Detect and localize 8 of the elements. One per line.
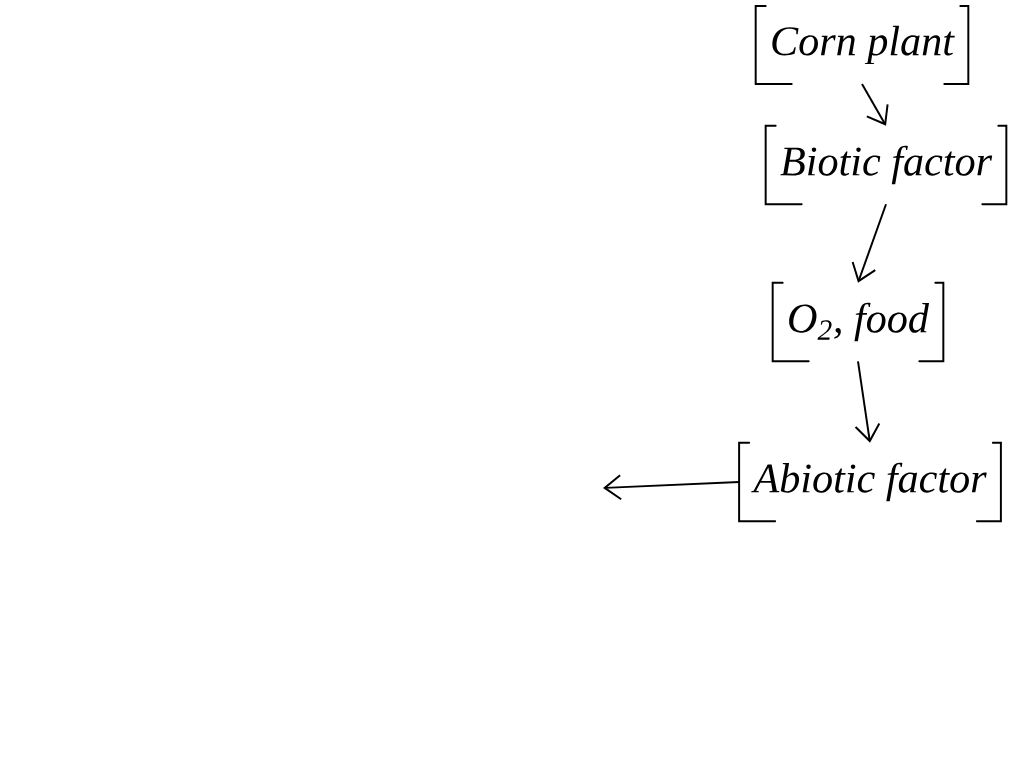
- arrow: [861, 83, 889, 126]
- arrow: [854, 360, 881, 443]
- bracket-box: Abiotic factor: [738, 441, 1002, 523]
- arrow: [851, 203, 887, 283]
- bracket-box: Biotic factor: [764, 124, 1008, 206]
- bracket-box: Corn plant: [754, 4, 970, 86]
- arrow: [603, 474, 741, 501]
- bracket-box: O$_{2}$, food: [771, 281, 945, 363]
